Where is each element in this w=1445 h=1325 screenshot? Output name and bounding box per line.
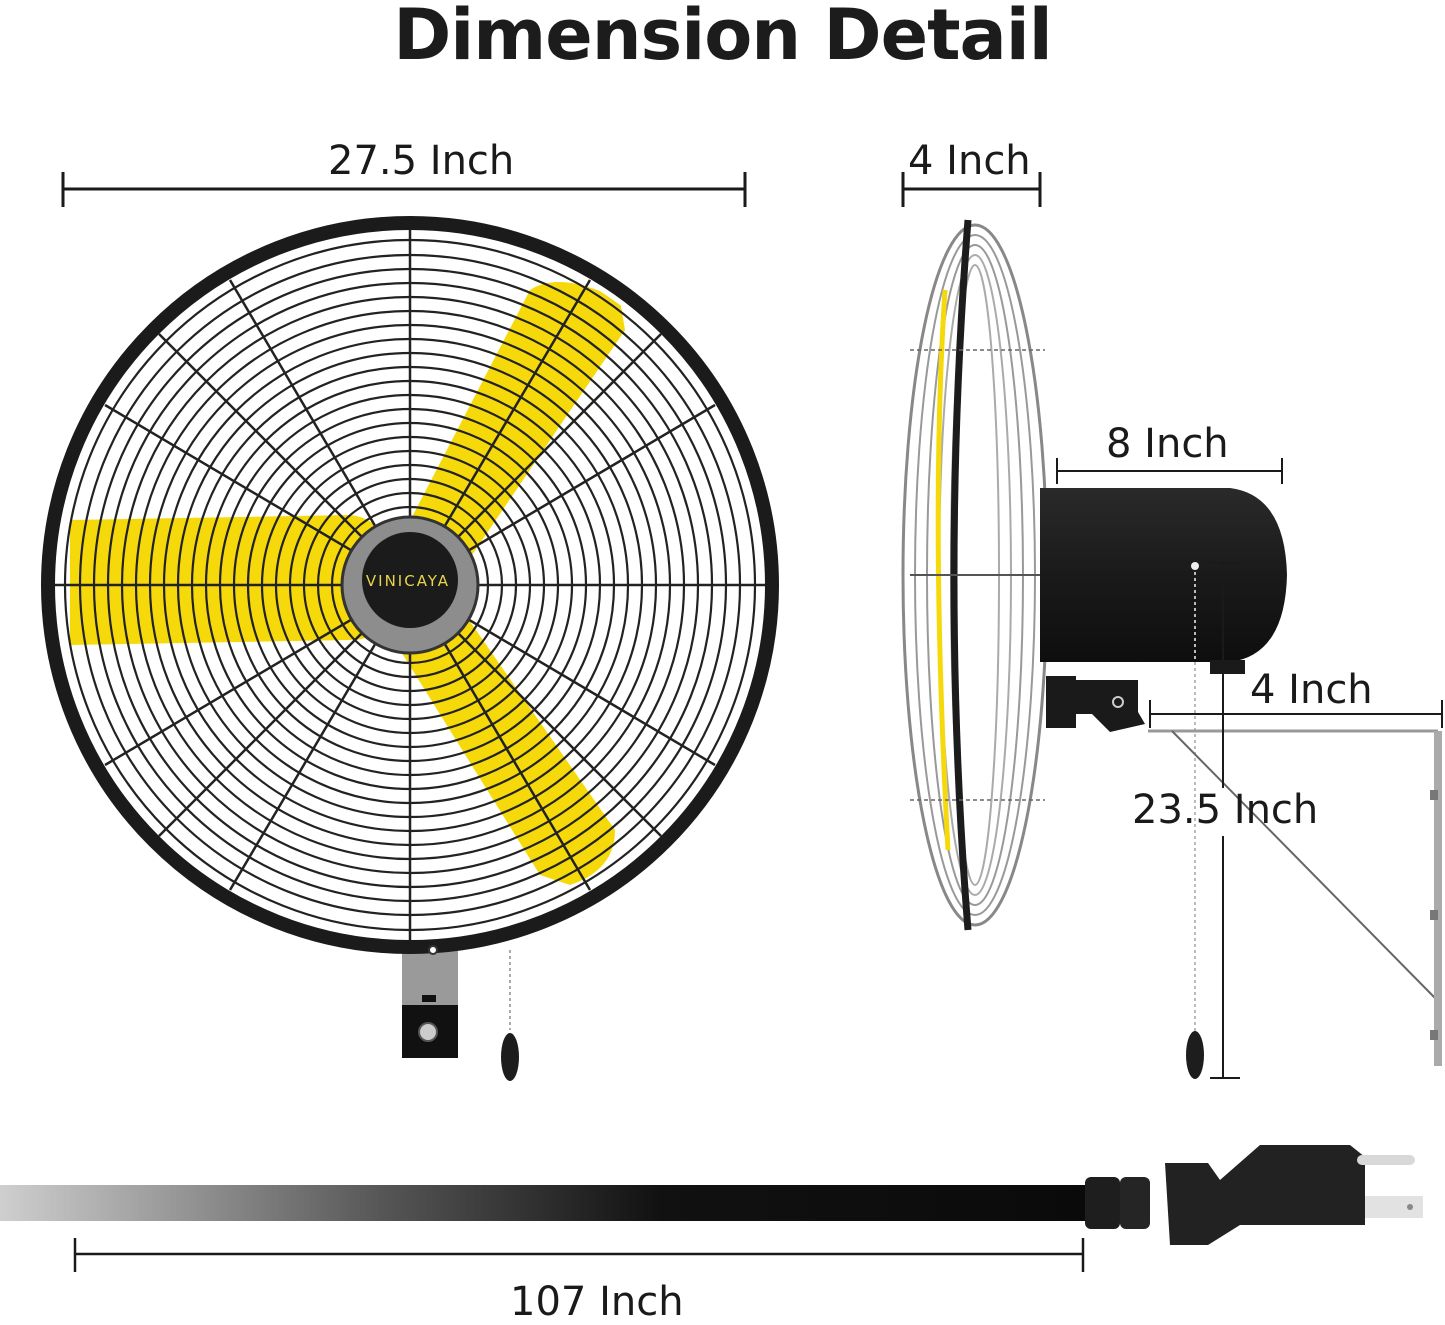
wall-bracket (1148, 729, 1442, 1066)
side-view-fan (901, 219, 1287, 1079)
dimension-line-front-width (61, 172, 747, 207)
brand-logo: VINICAYA (366, 572, 450, 590)
label-cord-length: 107 Inch (510, 1279, 684, 1325)
plug-blade (1365, 1196, 1423, 1218)
front-view-fan (41, 216, 779, 1058)
label-front-width: 27.5 Inch (328, 138, 515, 184)
dimension-line-mount-height (1210, 562, 1240, 1079)
dimension-line-motor-length (1056, 458, 1283, 484)
plug-ground-pin (1357, 1155, 1415, 1165)
dimension-line-cord-length (73, 1238, 1085, 1272)
dimension-line-bracket-offset (1149, 700, 1443, 728)
dimension-line-grill-depth (901, 172, 1042, 207)
pull-chain-front (501, 950, 519, 1081)
page-title: Dimension Detail (393, 0, 1053, 76)
label-motor-length: 8 Inch (1106, 421, 1229, 467)
label-bracket-offset: 4 Inch (1250, 667, 1373, 713)
power-cord (0, 1145, 1423, 1245)
label-grill-depth: 4 Inch (908, 138, 1031, 184)
label-mount-height: 23.5 Inch (1132, 787, 1319, 833)
